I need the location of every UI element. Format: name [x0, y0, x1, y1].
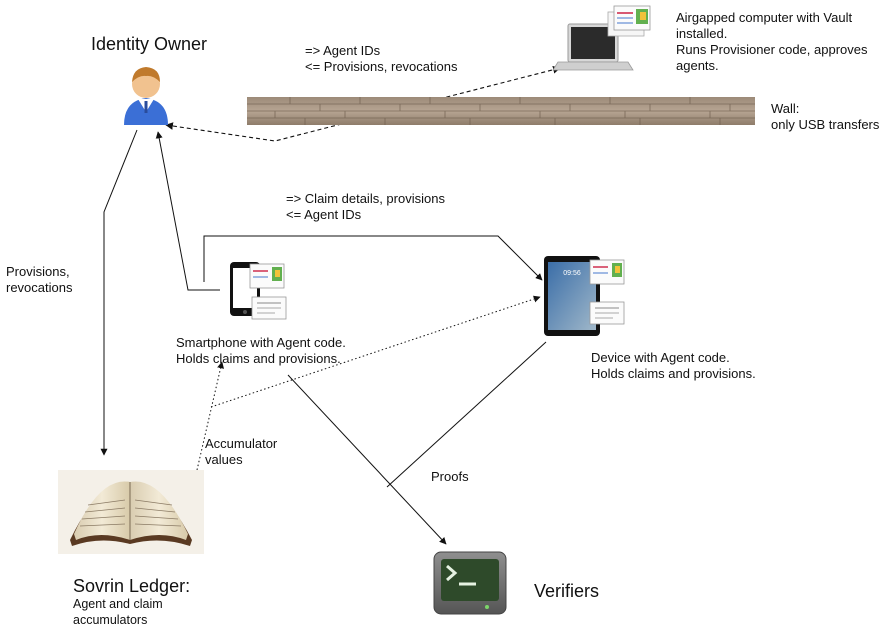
- brick-wall-image: [247, 97, 755, 125]
- person-icon: [124, 67, 168, 125]
- terminal-icon: [433, 551, 507, 615]
- ledger-description: Agent and claim accumulators: [73, 597, 166, 627]
- ledger-title: Sovrin Ledger:: [73, 576, 190, 596]
- edge-phone-device: [203, 235, 543, 282]
- edge-label-owner-ledger: Provisions, revocations: [6, 264, 73, 295]
- smartphone-description: Smartphone with Agent code. Holds claims…: [176, 335, 349, 366]
- wall-description: Wall: only USB transfers: [771, 101, 880, 132]
- edge-phone-verifiers: [287, 374, 447, 545]
- identity-owner-title: Identity Owner: [91, 34, 207, 54]
- ledger-book-image: [58, 470, 204, 554]
- certificate-icon: [607, 5, 651, 37]
- edge-label-ledger-agents: Accumulator values: [205, 436, 281, 467]
- device-description: Device with Agent code. Holds claims and…: [591, 350, 756, 381]
- edge-device-verifiers: [386, 341, 547, 488]
- svg-text:09:56: 09:56: [563, 270, 581, 277]
- tablet-icon: 09:56: [544, 256, 600, 336]
- certificate-icon: [589, 259, 625, 325]
- certificate-icon: [249, 263, 287, 320]
- edge-ledger-phone: [196, 361, 224, 471]
- edge-ledger-device: [210, 295, 541, 408]
- laptop-icon: [552, 23, 634, 71]
- edge-owner-ledger: [100, 129, 138, 456]
- edge-label-owner-vault: => Agent IDs <= Provisions, revocations: [305, 43, 458, 74]
- airgapped-description: Airgapped computer with Vault installed.…: [676, 10, 871, 73]
- verifiers-title: Verifiers: [534, 581, 599, 601]
- edge-label-owner-agents: => Claim details, provisions <= Agent ID…: [286, 191, 449, 222]
- edge-owner-vault: [165, 65, 561, 142]
- edge-phone-owner: [155, 131, 220, 291]
- edge-label-proofs: Proofs: [431, 469, 469, 484]
